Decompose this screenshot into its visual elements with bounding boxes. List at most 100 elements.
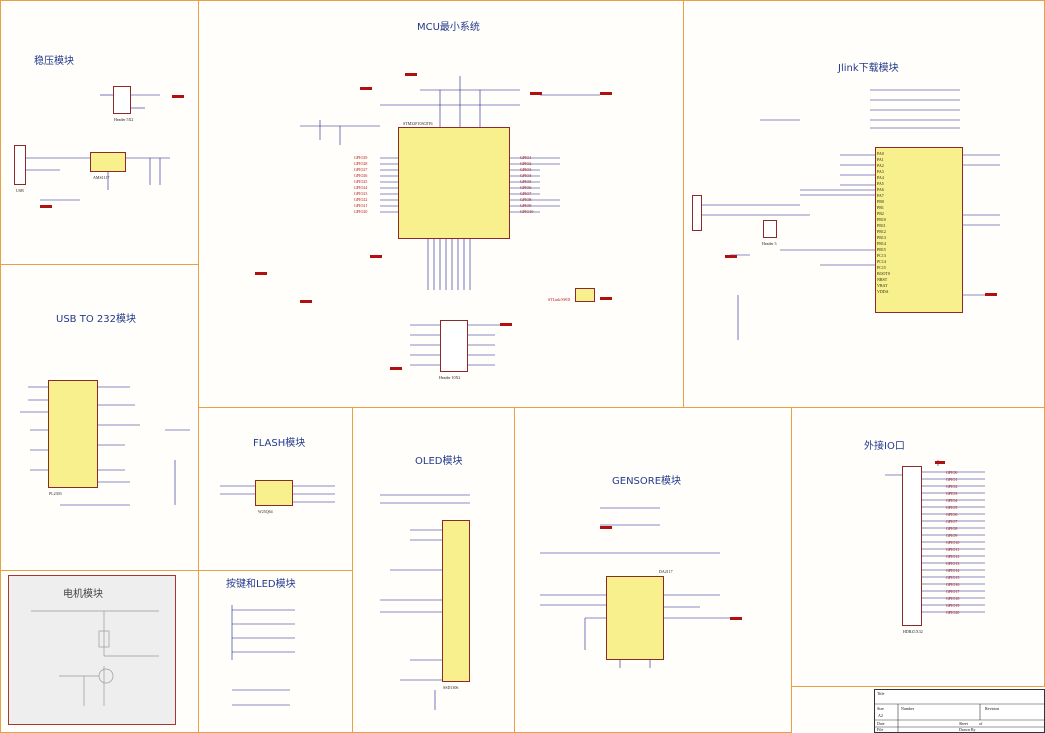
motor-module-box: 电机模块 bbox=[8, 575, 176, 725]
jlink-pin: PB10 bbox=[877, 217, 886, 222]
io-pin-label: GPIO15 bbox=[946, 575, 960, 580]
title-block-file: File bbox=[877, 727, 884, 732]
jlink-pin: PA3 bbox=[877, 169, 884, 174]
jlink-title: Jlink下载模块 bbox=[838, 63, 899, 74]
mcu-pin-right: GPIO8 bbox=[520, 197, 532, 202]
w25q64-label: W25Q64 bbox=[258, 509, 273, 514]
mcu-pin-right: GPIO2 bbox=[520, 161, 532, 166]
da2117-label: DA2117 bbox=[659, 569, 673, 574]
title-block-number: Number bbox=[901, 706, 915, 711]
jlink-pin: PA4 bbox=[877, 175, 884, 180]
jlink-pin: PC14 bbox=[877, 259, 886, 264]
swd-label: STLink/SWD bbox=[548, 297, 571, 302]
title-block-sheet: Sheet bbox=[959, 721, 968, 726]
mcu-pin-left: GPIO29 bbox=[354, 155, 368, 160]
ams1117-label: AMS1117 bbox=[93, 175, 110, 180]
jlink-pin: PB2 bbox=[877, 211, 884, 216]
swd-connector: STLink/SWD bbox=[548, 288, 595, 302]
mcu-title: MCU最小系统 bbox=[417, 22, 480, 33]
io-pin-label: GPIO10 bbox=[946, 540, 960, 545]
io-pin-label: GPIO3 bbox=[946, 491, 958, 496]
jlink-usb-connector bbox=[692, 195, 702, 231]
ssd1306-chip: SSD1306 bbox=[442, 520, 470, 690]
title-block-title: Title bbox=[877, 691, 885, 696]
usb232-title: USB TO 232模块 bbox=[56, 314, 136, 325]
mcu-pin-left: GPIO28 bbox=[354, 161, 368, 166]
jlink-pin: PA0 bbox=[877, 151, 884, 156]
jlink-pin: PC13 bbox=[877, 253, 886, 258]
usb-label: USB bbox=[16, 188, 24, 193]
mcu-pin-right: GPIO7 bbox=[520, 191, 532, 196]
jlink-pin: PB15 bbox=[877, 247, 886, 252]
mcu-pin-left: GPIO24 bbox=[354, 185, 368, 190]
io-pin-label: GPIO4 bbox=[946, 498, 958, 503]
keys-leds-title: 按键和LED模块 bbox=[226, 579, 296, 590]
jlink-pin: PB11 bbox=[877, 223, 886, 228]
io-pin-label: GPIO8 bbox=[946, 526, 958, 531]
mcu-pin-left: GPIO27 bbox=[354, 167, 368, 172]
mcu-pin-right: GPIO1 bbox=[520, 155, 532, 160]
jlink-pin: PA7 bbox=[877, 193, 884, 198]
gensore-title: GENSORE模块 bbox=[612, 476, 682, 487]
io-connector-label: HDRZ1X32 bbox=[903, 629, 923, 634]
external-io-title: 外接IO口 bbox=[864, 441, 905, 452]
pl2303-chip: PL2303 bbox=[48, 380, 98, 496]
mcu-pin-right: GPIO5 bbox=[520, 179, 532, 184]
io-pin-label: GPIO12 bbox=[946, 554, 960, 559]
mcu-pin-left: GPIO26 bbox=[354, 173, 368, 178]
title-block-size: Size bbox=[877, 706, 884, 711]
jlink-pin: PA1 bbox=[877, 157, 884, 162]
oled-title: OLED模块 bbox=[415, 456, 463, 467]
motor-circuit bbox=[31, 610, 159, 706]
jlink-pin: PB13 bbox=[877, 235, 886, 240]
jlink-mcu-chip bbox=[875, 147, 963, 313]
header-10x2: Header 10X2 bbox=[439, 320, 468, 380]
title-block-date: Date bbox=[877, 721, 885, 726]
io-pin-label: GPIO19 bbox=[946, 603, 960, 608]
io-pin-label: GPIO11 bbox=[946, 547, 960, 552]
voltage-title: 稳压模块 bbox=[34, 56, 74, 67]
io-pin-label: GPIO7 bbox=[946, 519, 958, 524]
title-block: Title Size A2 Number Revision Date File … bbox=[874, 689, 1045, 733]
io-pin-label: GPIO9 bbox=[946, 533, 958, 538]
jlink-pin: VBAT bbox=[877, 283, 888, 288]
io-pin-label: GPIO14 bbox=[946, 568, 960, 573]
mcu-pin-right: GPIO10 bbox=[520, 209, 534, 214]
jlink-pin: PB12 bbox=[877, 229, 886, 234]
io-pin-label: GPIO16 bbox=[946, 582, 960, 587]
title-block-drawn-by: Drawn By bbox=[959, 727, 976, 732]
io-pin-label: GPIO13 bbox=[946, 561, 960, 566]
ssd1306-label: SSD1306 bbox=[443, 685, 459, 690]
title-block-size-value: A2 bbox=[878, 713, 883, 718]
header-5x2-label: Header 5X2 bbox=[114, 117, 134, 122]
mcu-pin-left: GPIO21 bbox=[354, 203, 368, 208]
jlink-pin: BOOT0 bbox=[877, 271, 890, 276]
jlink-pin: PB0 bbox=[877, 199, 884, 204]
jlink-pin: PA6 bbox=[877, 187, 884, 192]
title-block-revision: Revision bbox=[985, 706, 1000, 711]
header-10x2-label: Header 10X2 bbox=[439, 375, 461, 380]
mcu-pin-left: GPIO22 bbox=[354, 197, 368, 202]
io-pin-label: GPIO18 bbox=[946, 596, 960, 601]
header3-label: Header 3 bbox=[762, 241, 777, 246]
mcu-pin-right: GPIO9 bbox=[520, 203, 532, 208]
jlink-header3: Header 3 bbox=[762, 220, 777, 246]
jlink-pin: NRST bbox=[877, 277, 888, 282]
mcu-pin-right: GPIO6 bbox=[520, 185, 532, 190]
mcu-pin-right: GPIO3 bbox=[520, 167, 532, 172]
mcu-pin-left: GPIO25 bbox=[354, 179, 368, 184]
io-pin-label: GPIO5 bbox=[946, 505, 958, 510]
pl2303-label: PL2303 bbox=[49, 491, 62, 496]
io-pin-label: GPIO17 bbox=[946, 589, 960, 594]
ams1117-chip: AMS1117 bbox=[90, 152, 126, 180]
header-5x2: Header 5X2 bbox=[113, 86, 133, 122]
jlink-pin: PA5 bbox=[877, 181, 884, 186]
flash-title: FLASH模块 bbox=[253, 438, 306, 449]
io-pin-label: GPIO20 bbox=[946, 610, 960, 615]
jlink-pin: PB14 bbox=[877, 241, 886, 246]
title-block-of: of bbox=[979, 721, 983, 726]
mcu-pin-right: GPIO4 bbox=[520, 173, 532, 178]
io-pin-label: GPIO0 bbox=[946, 470, 958, 475]
